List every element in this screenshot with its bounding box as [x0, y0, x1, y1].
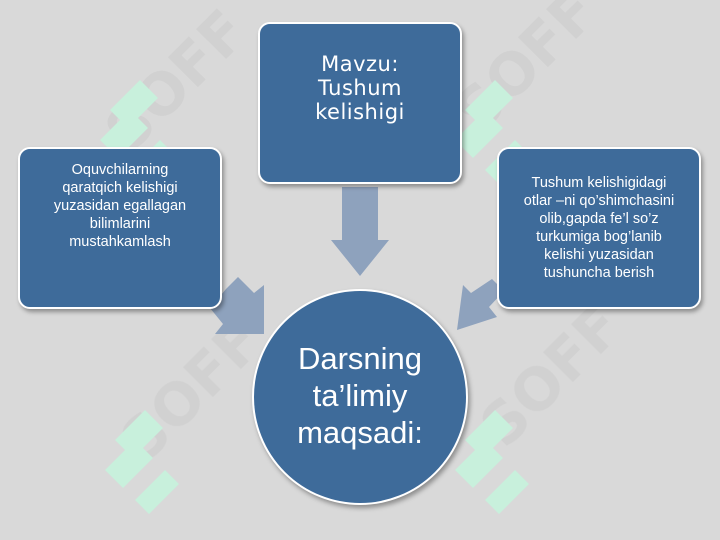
- topic-text: Mavzu: Tushum kelishigi: [315, 52, 405, 124]
- left-goal-text: Oquvchilarning qaratqich kelishigi yuzas…: [53, 162, 187, 250]
- right-goal-box: Tushum kelishigidagi otlar –ni qo’shimch…: [497, 147, 701, 309]
- topic-box: Mavzu: Tushum kelishigi: [258, 22, 462, 184]
- center-circle: Darsning ta’limiy maqsadi:: [252, 289, 468, 505]
- arrow-down: [331, 187, 389, 276]
- arrow-right-to-center: [457, 279, 504, 330]
- left-goal-box: Oquvchilarning qaratqich kelishigi yuzas…: [18, 147, 222, 309]
- arrow-left-to-center: [210, 277, 264, 334]
- right-goal-text: Tushum kelishigidagi otlar –ni qo’shimch…: [523, 175, 675, 281]
- center-text: Darsning ta’limiy maqsadi:: [297, 340, 423, 450]
